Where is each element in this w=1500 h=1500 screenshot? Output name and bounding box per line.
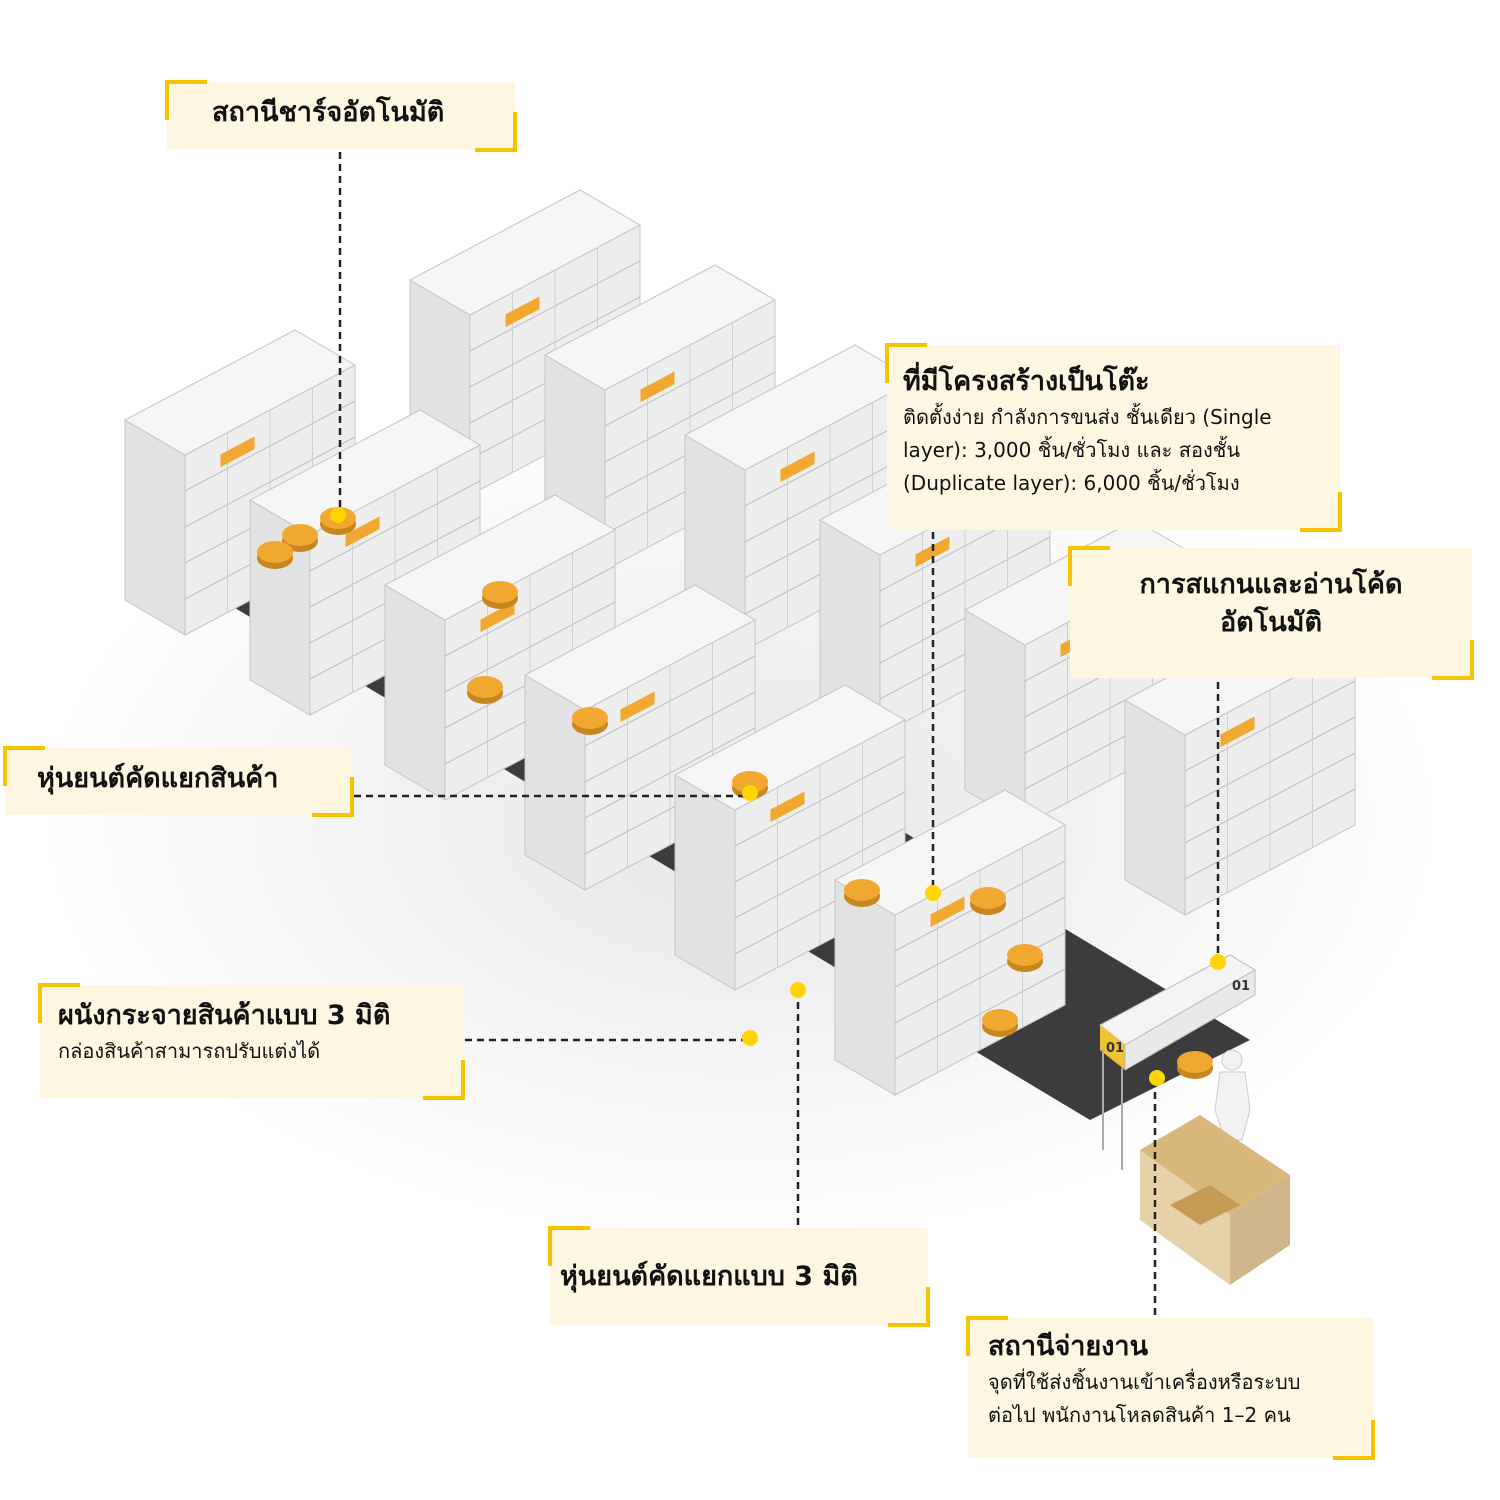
callout-sorting-robot-3d: หุ่นยนต์คัดแยกแบบ 3 มิติ (548, 1226, 930, 1327)
robot (482, 581, 518, 609)
callout-dots (330, 507, 1226, 1086)
callout-title: ผนังกระจายสินค้าแบบ 3 มิติ (58, 1000, 391, 1031)
rack (833, 789, 1067, 1096)
robot (844, 879, 880, 907)
cardboard-boxes (1140, 1115, 1290, 1285)
callout-table-structure: ที่มีโครงสร้างเป็นโต๊ะ ติดตั้งง่าย กำลัง… (885, 343, 1342, 532)
callout-desc-line: layer): 3,000 ชิ้น/ชั่วโมง และ สองชั้น (903, 437, 1241, 462)
callout-title: หุ่นยนต์คัดแยกแบบ 3 มิติ (560, 1261, 858, 1292)
robot (572, 707, 608, 735)
callout-title: สถานีจ่ายงาน (988, 1331, 1149, 1362)
callout-title: หุ่นยนต์คัดแยกสินค้า (37, 763, 279, 794)
callout-title: ที่มีโครงสร้างเป็นโต๊ะ (903, 366, 1150, 397)
callout-title: การสแกนและอ่านโค้ด (1139, 569, 1403, 600)
leader-lines (338, 152, 1220, 1316)
robot (1007, 944, 1043, 972)
robot (1177, 1051, 1213, 1079)
callout-sorting-wall: ผนังกระจายสินค้าแบบ 3 มิติ กล่องสินค้าสา… (38, 983, 465, 1100)
dispatch-station: 01 01 (1099, 954, 1256, 1170)
station-label-right: 01 (1232, 979, 1250, 994)
sorting-wall-racks (123, 189, 1357, 1096)
robot (982, 1009, 1018, 1037)
robot (970, 887, 1006, 915)
callout-desc-line: (Duplicate layer): 6,000 ชิ้น/ชั่วโมง (903, 470, 1240, 495)
callout-scanning: การสแกนและอ่านโค้ด อัตโนมัติ (1068, 546, 1474, 680)
callout-desc-line: ต่อไป พนักงานโหลดสินค้า 1–2 คน (988, 1402, 1291, 1427)
callout-title: สถานีชาร์จอัตโนมัติ (212, 97, 445, 128)
callout-desc: กล่องสินค้าสามารถปรับแต่งได้ (58, 1038, 321, 1063)
callout-title: อัตโนมัติ (1219, 606, 1323, 638)
robot (467, 676, 503, 704)
callout-desc-line: ติดตั้งง่าย กำลังการขนส่ง ชั้นเดียว (Sin… (903, 404, 1272, 429)
robot (257, 541, 293, 569)
station-label-left: 01 (1106, 1041, 1124, 1056)
worker-figure (1214, 1049, 1251, 1141)
robots (257, 507, 1213, 1079)
callout-charging-station: สถานีชาร์จอัตโนมัติ (165, 80, 517, 152)
callout-dispatch-station: สถานีจ่ายงาน จุดที่ใช้ส่งชิ้นงานเข้าเครื… (966, 1316, 1375, 1460)
callout-sorting-robot: หุ่นยนต์คัดแยกสินค้า (3, 746, 354, 817)
callout-desc-line: จุดที่ใช้ส่งชิ้นงานเข้าเครื่องหรือระบบ (988, 1369, 1301, 1394)
robot (282, 524, 318, 552)
